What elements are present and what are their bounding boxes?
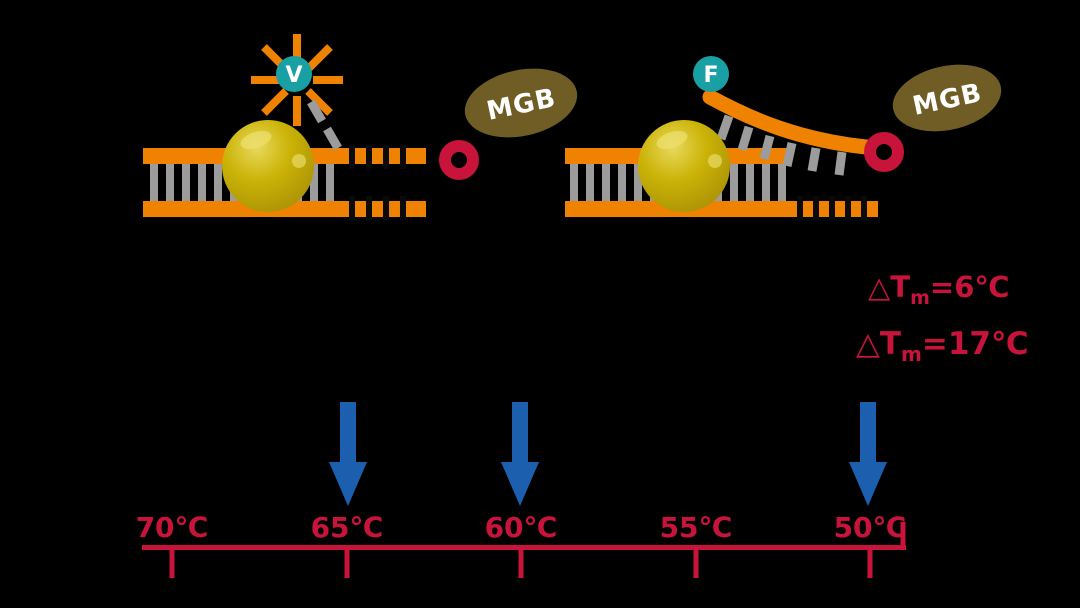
delta-tm-large-value: =17℃ [922, 326, 1029, 362]
mgb-badge: MGB [892, 64, 1002, 132]
temperature-axis: 70℃ 65℃ 60℃ 55℃ 50℃ [136, 511, 907, 578]
axis-label-60c: 60℃ [485, 511, 558, 544]
right-probe-complex: F MGB [565, 56, 1002, 220]
fluorophore-f-circle [693, 56, 729, 92]
melted-probe-strand [702, 89, 874, 155]
delta-tm-large-sub: m [901, 342, 922, 366]
probe-bond-ticks-bottom [797, 196, 867, 220]
fluorophore-v-badge: V [276, 56, 312, 92]
left-bottom-strand [143, 201, 426, 217]
delta-tm-small-sub: m [910, 287, 930, 309]
polymerase-highlight [240, 130, 272, 150]
down-arrow-50c [849, 402, 887, 506]
fluorescence-burst-icon [251, 34, 343, 126]
polymerase-glint [708, 154, 722, 168]
mgb-ellipse [892, 64, 1002, 132]
broken-bond-dashes [716, 114, 847, 176]
quencher-ring-icon [439, 140, 479, 180]
cleaved-linker-dashes [307, 99, 342, 151]
axis-label-70c: 70℃ [136, 511, 209, 544]
probe-bond-ticks-top [349, 145, 406, 169]
polymerase-highlight [656, 130, 688, 150]
probe-bond-ticks-bottom [349, 196, 406, 220]
fluorophore-f-badge: F [693, 56, 729, 92]
axis-label-65c: 65℃ [311, 511, 384, 544]
delta-tm-small-value: =6℃ [930, 270, 1010, 304]
mgb-ellipse [464, 68, 578, 138]
fluorophore-v-circle [276, 56, 312, 92]
left-probe-complex: V MGB [143, 34, 578, 220]
axis-label-50c: 50℃ [834, 511, 907, 544]
fluorophore-v-label: V [285, 63, 302, 88]
axis-label-55c: 55℃ [660, 511, 733, 544]
mgb-badge: MGB [464, 68, 578, 138]
delta-tm-large-prefix: △T [856, 326, 901, 362]
quencher-ring-icon [864, 132, 904, 172]
temperature-axis-ticks [169, 522, 906, 578]
down-arrow-60c [501, 402, 539, 506]
down-arrow-65c [329, 402, 367, 506]
delta-tm-large-label: △Tm=17℃ [856, 326, 1029, 366]
fluorophore-f-label: F [703, 63, 718, 88]
delta-tm-small-prefix: △T [868, 270, 910, 304]
delta-tm-small-label: △Tm=6℃ [868, 270, 1010, 309]
polymerase-glint [292, 154, 306, 168]
temperature-axis-line [142, 545, 906, 550]
